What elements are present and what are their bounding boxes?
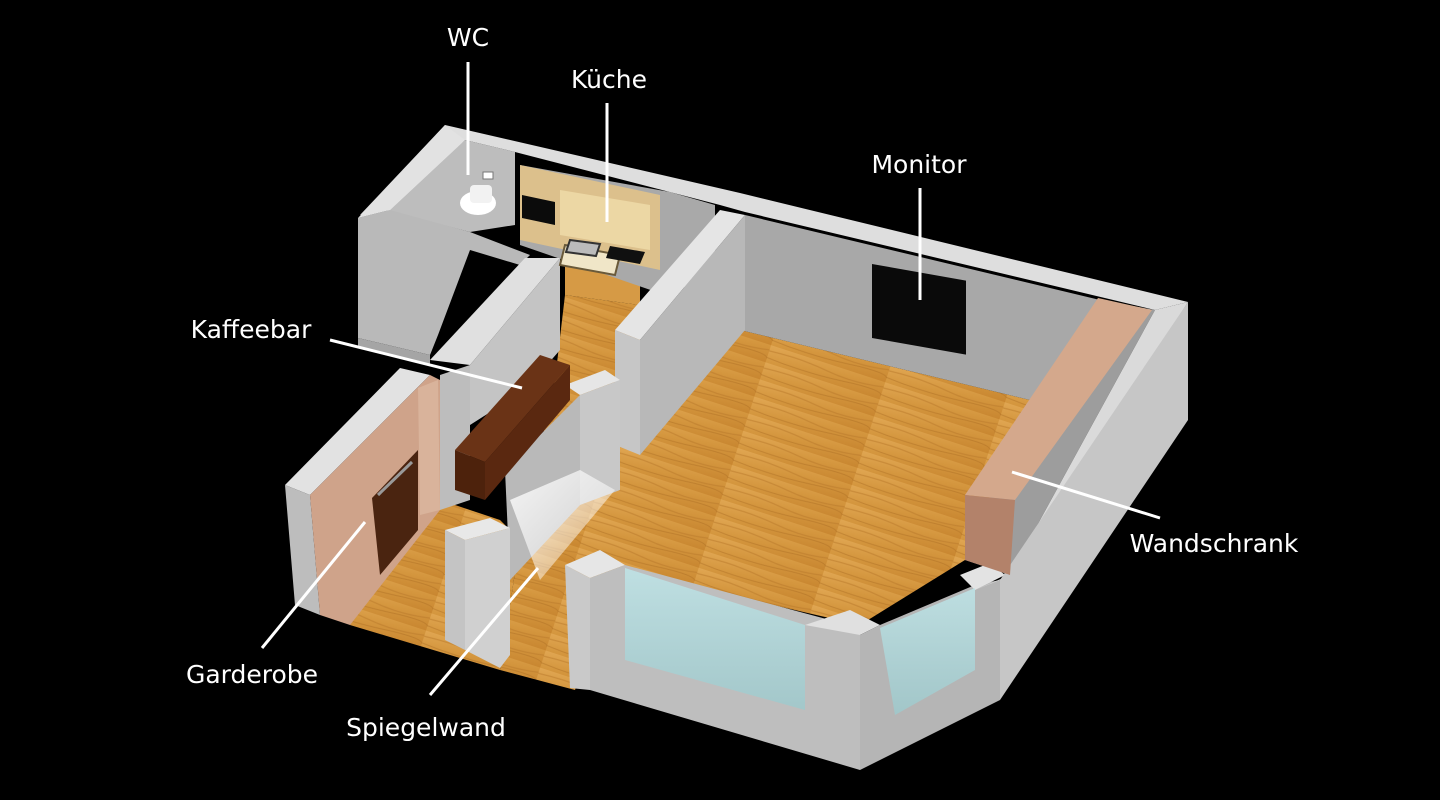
leader-spiegelwand bbox=[428, 567, 540, 696]
labels: WC Küche Monitor Kaffeebar Wandschrank G… bbox=[186, 23, 1299, 742]
leader-garderobe bbox=[260, 521, 367, 649]
glass-windows bbox=[625, 568, 975, 715]
label-kaffeebar: Kaffeebar bbox=[191, 315, 312, 344]
leader-lines bbox=[260, 62, 1161, 696]
leader-kaffeebar bbox=[329, 338, 523, 390]
leader-wandschrank bbox=[1011, 470, 1161, 520]
mirror-wall bbox=[510, 470, 615, 580]
kitchen-unit bbox=[520, 165, 660, 277]
label-wandschrank: Wandschrank bbox=[1130, 529, 1299, 558]
toilet bbox=[460, 171, 496, 215]
label-monitor: Monitor bbox=[871, 150, 967, 179]
label-spiegelwand: Spiegelwand bbox=[346, 713, 506, 742]
monitor-screen bbox=[872, 264, 966, 355]
label-kueche: Küche bbox=[571, 65, 647, 94]
label-wc: WC bbox=[447, 23, 489, 52]
wardrobe-niche bbox=[372, 450, 418, 575]
coffee-bar bbox=[455, 355, 570, 500]
wall-cabinet bbox=[965, 298, 1152, 575]
label-garderobe: Garderobe bbox=[186, 660, 318, 689]
